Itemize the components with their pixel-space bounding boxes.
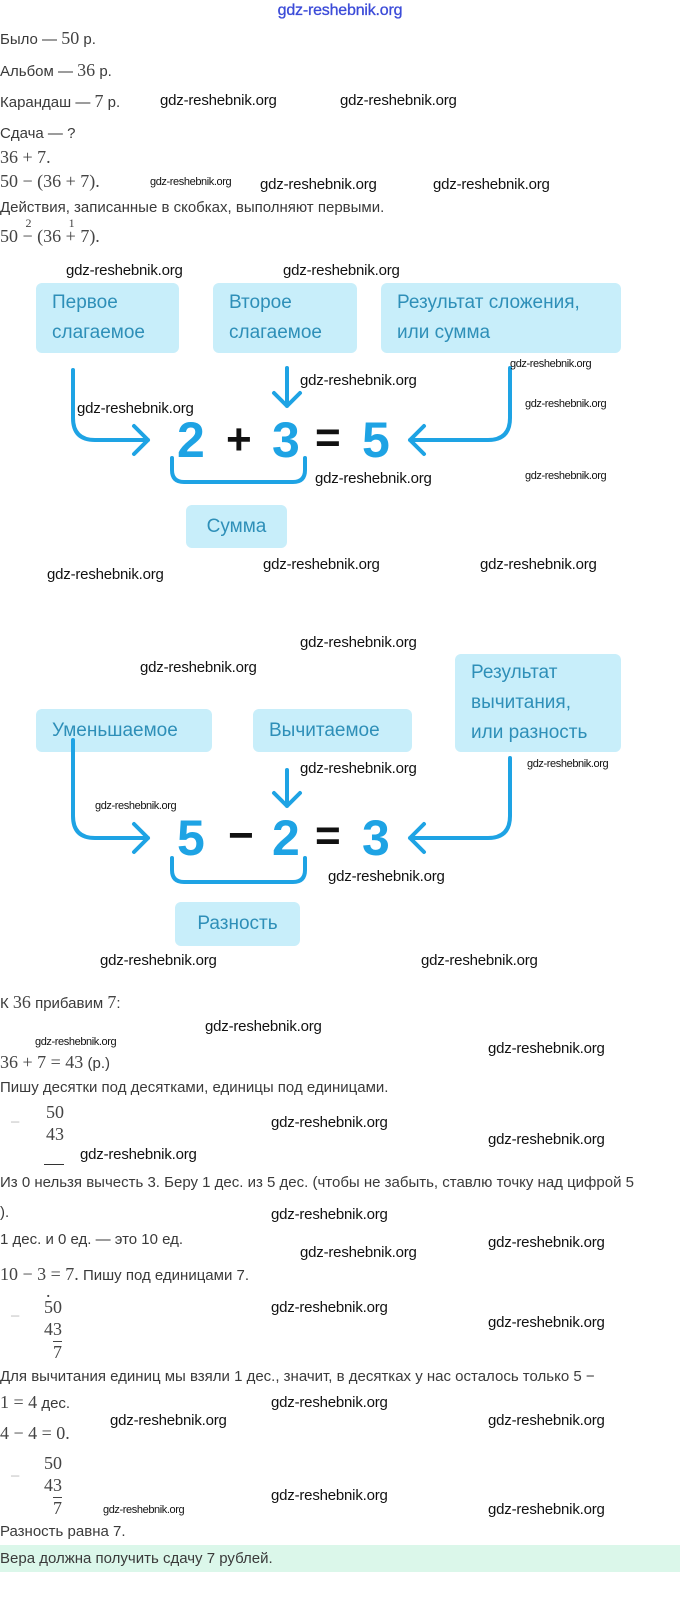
column-minuend-2: 50 bbox=[44, 1297, 62, 1317]
addend-2: 3 bbox=[272, 412, 300, 468]
watermark: gdz-reshebnik.org bbox=[77, 400, 194, 417]
column-minuend-3: 50 bbox=[44, 1453, 62, 1473]
solution-step-2: 36 + 7 = 43 (р.) bbox=[0, 1052, 110, 1072]
solution-step-3: Пишу десятки под десятками, единицы под … bbox=[0, 1079, 389, 1096]
watermark: gdz-reshebnik.org bbox=[488, 1412, 605, 1429]
watermark: gdz-reshebnik.org bbox=[103, 1504, 185, 1516]
watermark: gdz-reshebnik.org bbox=[525, 398, 607, 410]
watermark: gdz-reshebnik.org bbox=[488, 1040, 605, 1057]
watermark: gdz-reshebnik.org bbox=[271, 1394, 388, 1411]
watermark: gdz-reshebnik.org bbox=[300, 372, 417, 389]
watermark: gdz-reshebnik.org bbox=[271, 1206, 388, 1223]
watermark: gdz-reshebnik.org bbox=[271, 1114, 388, 1131]
watermark: gdz-reshebnik.org bbox=[340, 92, 457, 109]
solution-step-1: К 36 прибавим 7: bbox=[0, 992, 121, 1012]
solution-step-7: Для вычитания единиц мы взяли 1 дес., зн… bbox=[0, 1368, 595, 1385]
watermark: gdz-reshebnik.org bbox=[205, 1018, 322, 1035]
expression-2: 50 − (36 + 7). bbox=[0, 171, 100, 191]
given-line-change: Сдача — ? bbox=[0, 125, 76, 142]
answer-banner: Вера должна получить сдачу 7 рублей. bbox=[0, 1545, 680, 1572]
watermark: gdz-reshebnik.org bbox=[150, 176, 232, 188]
watermark: gdz-reshebnik.org bbox=[66, 262, 183, 279]
sum-result-box: Результат сложения,или сумма bbox=[381, 283, 621, 353]
column-minus-2: − bbox=[10, 1306, 21, 1326]
watermark: gdz-reshebnik.org bbox=[35, 1036, 117, 1048]
minuend-box: Уменьшаемое bbox=[36, 709, 212, 752]
column-minus: − bbox=[10, 1112, 21, 1132]
watermark: gdz-reshebnik.org bbox=[110, 1412, 227, 1429]
subtrahend-box: Вычитаемое bbox=[253, 709, 412, 752]
solution-step-9: 4 − 4 = 0. bbox=[0, 1423, 70, 1443]
watermark: gdz-reshebnik.org bbox=[271, 1487, 388, 1504]
column-subtrahend: 43 bbox=[46, 1124, 64, 1144]
arrow-down-icon bbox=[272, 366, 302, 408]
watermark: gdz-reshebnik.org bbox=[488, 1131, 605, 1148]
solution-step-4-end: ). bbox=[0, 1204, 10, 1221]
equals-sign: = bbox=[315, 413, 341, 462]
watermark: gdz-reshebnik.org bbox=[263, 556, 380, 573]
column-minus-3: − bbox=[10, 1466, 21, 1486]
subtrahend-value: 2 bbox=[272, 810, 300, 866]
watermark: gdz-reshebnik.org bbox=[480, 556, 597, 573]
given-line-was: Было — 50 р. bbox=[0, 28, 96, 48]
watermark: gdz-reshebnik.org bbox=[100, 952, 217, 969]
watermark: gdz-reshebnik.org bbox=[283, 262, 400, 279]
watermark: gdz-reshebnik.org bbox=[315, 470, 432, 487]
arrow-right-icon-2 bbox=[408, 756, 512, 854]
watermark: gdz-reshebnik.org bbox=[488, 1234, 605, 1251]
watermark: gdz-reshebnik.org bbox=[525, 470, 607, 482]
plus-sign: + bbox=[226, 415, 252, 464]
watermark: gdz-reshebnik.org bbox=[300, 1244, 417, 1261]
arrow-down-icon-2 bbox=[272, 768, 302, 808]
solution-step-5: 1 дес. и 0 ед. — это 10 ед. bbox=[0, 1231, 184, 1248]
column-subtrahend-2: 43 bbox=[44, 1319, 62, 1339]
watermark: gdz-reshebnik.org bbox=[433, 176, 550, 193]
minuend-value: 5 bbox=[177, 810, 205, 866]
rule-text: Действия, записанные в скобках, выполняю… bbox=[0, 199, 385, 216]
given-line-pencil: Карандаш — 7 р. bbox=[0, 91, 121, 111]
addend-1: 2 bbox=[177, 412, 205, 468]
solution-step-6: 10 − 3 = 7. Пишу под единицами 7. bbox=[0, 1264, 250, 1284]
arrow-right-icon bbox=[408, 366, 512, 456]
watermark: gdz-reshebnik.org bbox=[160, 92, 277, 109]
solution-step-8: 1 = 4 дес. bbox=[0, 1392, 71, 1412]
column-borrow-dot: . bbox=[46, 1281, 51, 1301]
watermark: gdz-reshebnik.org bbox=[488, 1314, 605, 1331]
column-line bbox=[44, 1164, 64, 1165]
given-line-album: Альбом — 36 р. bbox=[0, 60, 112, 80]
equals-sign-2: = bbox=[315, 811, 341, 860]
watermark: gdz-reshebnik.org bbox=[260, 176, 377, 193]
column-minuend: 50 bbox=[46, 1102, 64, 1122]
watermark: gdz-reshebnik.org bbox=[140, 659, 257, 676]
sum-value: 5 bbox=[362, 412, 390, 468]
column-subtrahend-3: 43 bbox=[44, 1475, 62, 1495]
difference-label-box: Разность bbox=[175, 902, 300, 946]
watermark: gdz-reshebnik.org bbox=[488, 1501, 605, 1518]
watermark: gdz-reshebnik.org bbox=[95, 800, 177, 812]
expression-1: 36 + 7. bbox=[0, 147, 51, 167]
watermark-top: gdz-reshebnik.org bbox=[277, 2, 403, 19]
column-result-3: 7 bbox=[53, 1498, 62, 1518]
watermark: gdz-reshebnik.org bbox=[271, 1299, 388, 1316]
minus-sign: − bbox=[228, 811, 254, 860]
solution-step-4: Из 0 нельзя вычесть 3. Беру 1 дес. из 5 … bbox=[0, 1174, 634, 1191]
order-expression: 50 2− (36 1+ 7). bbox=[0, 216, 100, 246]
watermark: gdz-reshebnik.org bbox=[328, 868, 445, 885]
difference-value: 3 bbox=[362, 810, 390, 866]
watermark: gdz-reshebnik.org bbox=[47, 566, 164, 583]
watermark: gdz-reshebnik.org bbox=[80, 1146, 197, 1163]
watermark: gdz-reshebnik.org bbox=[510, 358, 592, 370]
solution-step-10: Разность равна 7. bbox=[0, 1523, 126, 1540]
watermark: gdz-reshebnik.org bbox=[421, 952, 538, 969]
arrow-left-icon-2 bbox=[71, 738, 150, 854]
watermark: gdz-reshebnik.org bbox=[527, 758, 609, 770]
watermark: gdz-reshebnik.org bbox=[300, 760, 417, 777]
watermark: gdz-reshebnik.org bbox=[300, 634, 417, 651]
column-result-2: 7 bbox=[53, 1342, 62, 1362]
sum-label-box: Сумма bbox=[186, 505, 287, 548]
